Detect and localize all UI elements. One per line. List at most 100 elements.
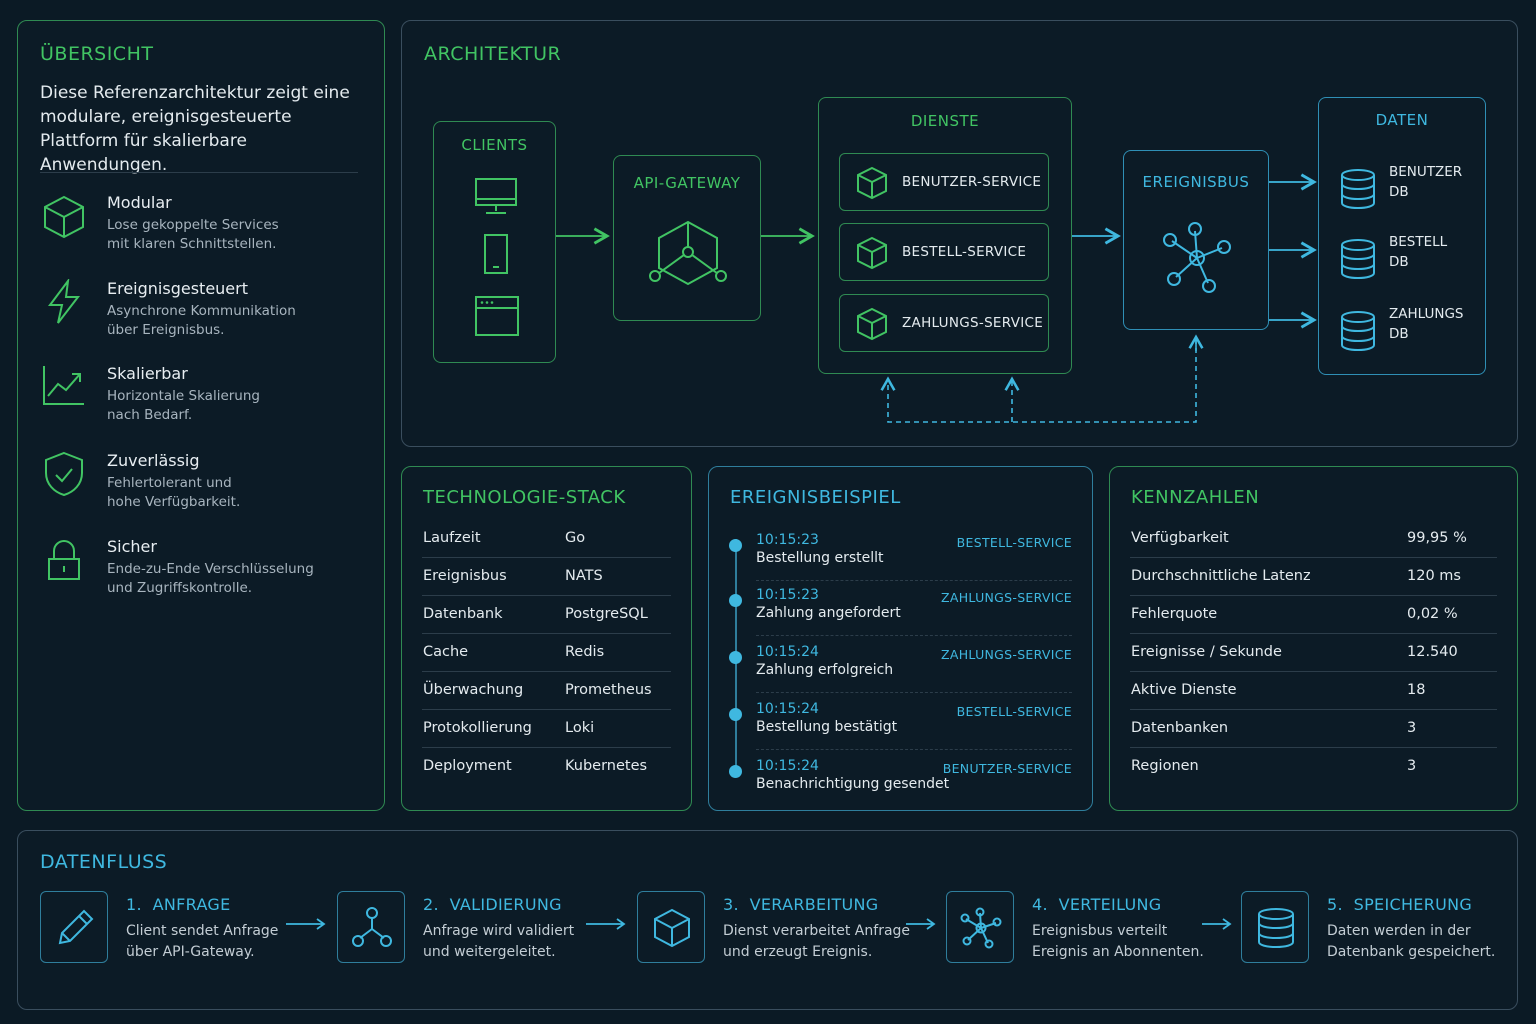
event-bus-box: EREIGNISBUS	[1123, 150, 1269, 330]
service-bestell: BESTELL-SERVICE	[839, 223, 1049, 281]
overview-title: ÜBERSICHT	[40, 43, 154, 65]
lock-icon	[40, 537, 88, 585]
metrics-title: KENNZAHLEN	[1131, 487, 1260, 508]
feature-event-driven: Ereignisgesteuert Asynchrone Kommunikati…	[40, 279, 370, 349]
timeline-dot	[729, 651, 742, 664]
gateway-hex-icon	[647, 218, 729, 292]
flow-arrow	[586, 918, 626, 930]
lightning-icon	[40, 279, 88, 327]
tech-stack-title: TECHNOLOGIE-STACK	[423, 487, 626, 508]
timeline-dot	[729, 708, 742, 721]
service-label: ZAHLUNGS-SERVICE	[902, 315, 1044, 331]
database-icon	[1339, 310, 1377, 352]
architecture-title: ARCHITEKTUR	[424, 43, 562, 65]
shield-check-icon	[40, 451, 88, 499]
feature-name: Modular	[107, 193, 172, 212]
flow-arrow	[906, 918, 936, 930]
pencil-icon	[40, 891, 108, 963]
service-zahlungs: ZAHLUNGS-SERVICE	[839, 294, 1049, 352]
step-title: 1. ANFRAGE	[126, 895, 231, 914]
feature-name: Skalierbar	[107, 364, 188, 383]
timeline-dot	[729, 765, 742, 778]
service-label: BENUTZER-SERVICE	[902, 174, 1042, 190]
events-title: EREIGNISBEISPIEL	[730, 487, 901, 508]
services-box: DIENSTE BENUTZER-SERVICE BESTELL-SERVICE…	[818, 97, 1072, 374]
dataflow-title: DATENFLUSS	[40, 851, 168, 873]
monitor-icon	[474, 177, 518, 217]
trend-chart-icon	[40, 364, 88, 412]
browser-window-icon	[474, 294, 520, 338]
architecture-connectors	[556, 173, 1317, 423]
event-bus-label: EREIGNISBUS	[1142, 173, 1250, 191]
hub-icon	[946, 891, 1014, 963]
step-title: 3. VERARBEITUNG	[723, 895, 879, 914]
step-title: 5. SPEICHERUNG	[1327, 895, 1473, 914]
database-icon	[1241, 891, 1309, 963]
overview-panel: ÜBERSICHT Diese Referenzarchitektur zeig…	[17, 20, 385, 811]
feature-name: Sicher	[107, 537, 157, 556]
database-icon	[1339, 238, 1377, 280]
api-gateway-label: API-GATEWAY	[633, 174, 741, 192]
overview-divider	[40, 172, 358, 173]
cube-icon	[856, 307, 888, 341]
branch-icon	[337, 891, 405, 963]
dataflow-panel: DATENFLUSS 1. ANFRAGE Client sendet Anfr…	[17, 830, 1518, 1010]
service-benutzer: BENUTZER-SERVICE	[839, 153, 1049, 211]
flow-arrow	[286, 918, 326, 930]
api-gateway-box: API-GATEWAY	[613, 155, 761, 321]
services-label: DIENSTE	[910, 112, 980, 130]
service-label: BESTELL-SERVICE	[902, 244, 1027, 260]
clients-box: CLIENTS	[433, 121, 556, 363]
data-label: DATEN	[1375, 111, 1429, 129]
step-title: 4. VERTEILUNG	[1032, 895, 1162, 914]
architecture-panel: ARCHITEKTUR CLIENTS API-GATEWAY	[401, 20, 1518, 447]
database-icon	[1339, 168, 1377, 210]
phone-icon	[482, 232, 510, 276]
step-title: 2. VALIDIERUNG	[423, 895, 562, 914]
cube-icon	[856, 236, 888, 270]
cube-icon	[40, 193, 88, 241]
feature-name: Zuverlässig	[107, 451, 200, 470]
